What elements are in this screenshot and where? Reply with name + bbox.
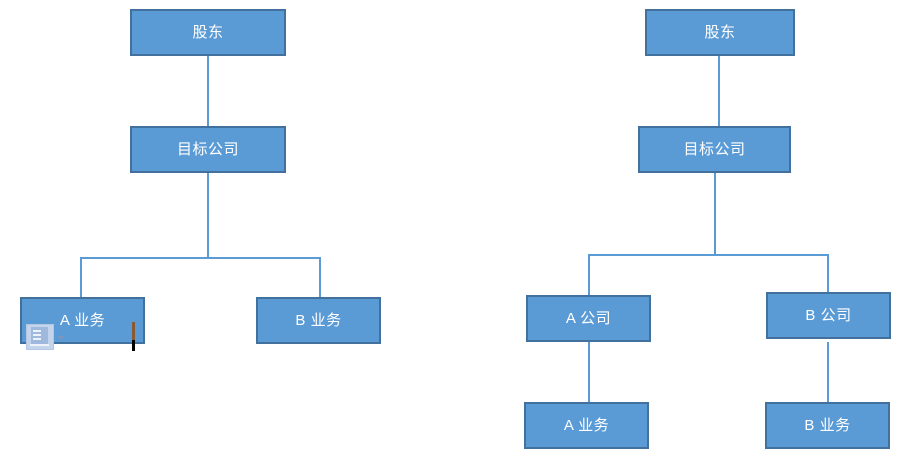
node-target-company-left[interactable]: 目标公司 bbox=[130, 126, 286, 173]
text-caret-lower bbox=[132, 340, 135, 351]
node-shareholder-left[interactable]: 股东 bbox=[130, 9, 286, 56]
text-caret-icon bbox=[132, 322, 135, 351]
paste-options-button[interactable] bbox=[26, 324, 65, 350]
connector-target-bar bbox=[80, 257, 321, 259]
connector-target-bar-right bbox=[588, 254, 829, 256]
node-business-a-right[interactable]: A 业务 bbox=[524, 402, 649, 449]
connector-company-a-to-business-a bbox=[588, 342, 590, 403]
connector-target-to-biz-b bbox=[319, 257, 321, 297]
connector-target-to-biz-a bbox=[80, 257, 82, 297]
node-company-a[interactable]: A 公司 bbox=[526, 295, 651, 342]
connector-target-stem bbox=[207, 172, 209, 258]
connector-company-b-to-business-b bbox=[827, 342, 829, 403]
paste-icon-line-3 bbox=[33, 338, 41, 340]
node-shareholder-right[interactable]: 股东 bbox=[645, 9, 795, 56]
connector-shareholder-to-target-right bbox=[718, 56, 720, 126]
paste-icon-line-4 bbox=[30, 344, 49, 346]
node-business-b-left[interactable]: B 业务 bbox=[256, 297, 381, 344]
connector-target-to-company-b bbox=[827, 254, 829, 296]
connector-target-stem-right bbox=[714, 172, 716, 255]
connector-target-to-company-a bbox=[588, 254, 590, 296]
chevron-down-icon[interactable] bbox=[57, 336, 65, 340]
node-target-company-right[interactable]: 目标公司 bbox=[638, 126, 791, 173]
node-business-b-right[interactable]: B 业务 bbox=[765, 402, 890, 449]
connector-shareholder-to-target bbox=[207, 56, 209, 126]
node-company-b[interactable]: B 公司 bbox=[766, 292, 891, 339]
text-caret-upper bbox=[132, 322, 135, 340]
paste-icon-line-1 bbox=[33, 330, 41, 332]
paste-icon-line-2 bbox=[33, 334, 41, 336]
